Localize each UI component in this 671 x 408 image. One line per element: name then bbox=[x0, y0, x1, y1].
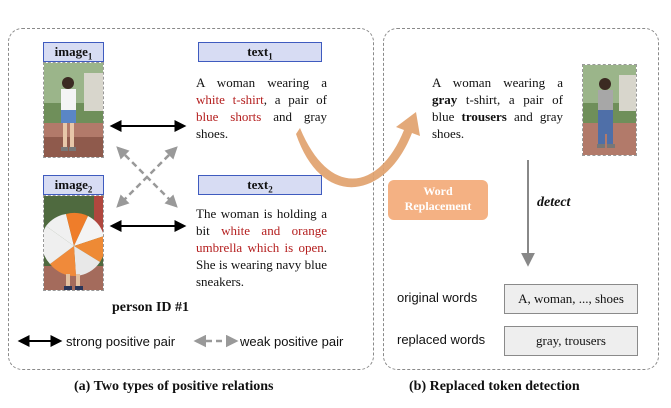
replaced-text-description: A woman wearing a gray t-shirt, a pair o… bbox=[432, 74, 563, 142]
person-photo-1-art bbox=[44, 63, 103, 157]
person-id-label: person ID #1 bbox=[112, 300, 190, 315]
text1-part: and gray shoes. bbox=[196, 109, 327, 141]
person-photo-3-art bbox=[583, 65, 636, 155]
image1-label-sub: 1 bbox=[87, 51, 93, 62]
word-replacement-line2: Replacement bbox=[404, 199, 472, 213]
text2-label-text: text bbox=[247, 177, 269, 192]
panel-replaced-token-detection bbox=[383, 28, 659, 370]
text1-part: A woman wearing a bbox=[196, 75, 327, 90]
replaced-text-part: t-shirt, a pair of blue bbox=[432, 92, 563, 124]
text2-label-sub: 2 bbox=[268, 184, 273, 195]
person-photo-2 bbox=[43, 195, 104, 291]
text1-highlight-shirt: white t-shirt bbox=[196, 92, 264, 107]
image1-label: image1 bbox=[43, 42, 104, 62]
caption-left: (a) Two types of positive relations bbox=[74, 379, 274, 394]
text2-label: text2 bbox=[198, 175, 322, 195]
text1-label-text: text bbox=[247, 44, 269, 59]
legend-strong-label: strong positive pair bbox=[66, 334, 176, 349]
image2-label-sub: 2 bbox=[87, 184, 93, 195]
image2-label: image2 bbox=[43, 175, 104, 195]
text1-highlight-shorts: blue shorts bbox=[196, 109, 262, 124]
replaced-text-part: A woman wearing a bbox=[432, 75, 563, 90]
text1-label-sub: 1 bbox=[268, 51, 273, 62]
text1-part: , a pair of bbox=[263, 92, 327, 107]
replaced-words-label: replaced words bbox=[397, 332, 486, 347]
original-words-label: original words bbox=[397, 290, 478, 305]
person-photo-1 bbox=[43, 62, 104, 158]
weak-pair-arrow-2 bbox=[116, 146, 178, 208]
image1-label-text: image bbox=[54, 44, 88, 59]
text2-part: . She is wearing navy blue sneakers. bbox=[196, 240, 327, 289]
replaced-words-box: gray, trousers bbox=[504, 326, 638, 356]
legend-weak-label: weak positive pair bbox=[240, 334, 344, 349]
text2-highlight-umbrella: white and orange umbrella which is open bbox=[196, 223, 327, 255]
text1-label: text1 bbox=[198, 42, 322, 62]
word-replacement-line1: Word bbox=[423, 184, 453, 198]
person-photo-3 bbox=[582, 64, 637, 156]
caption-right: (b) Replaced token detection bbox=[409, 379, 580, 394]
person-photo-2-art bbox=[44, 196, 103, 290]
panel-positive-relations bbox=[8, 28, 374, 370]
replaced-word-gray: gray bbox=[432, 92, 458, 107]
text2-description: The woman is holding a bit white and ora… bbox=[196, 205, 327, 290]
word-replacement-curve bbox=[296, 112, 420, 188]
text2-part: The woman is holding a bit bbox=[196, 206, 327, 238]
word-replacement-badge: Word Replacement bbox=[388, 180, 488, 220]
replaced-text-part: and gray shoes. bbox=[432, 109, 563, 141]
image2-label-text: image bbox=[54, 177, 88, 192]
replaced-word-trousers: trousers bbox=[461, 109, 507, 124]
original-words-box: A, woman, ..., shoes bbox=[504, 284, 638, 314]
detect-label: detect bbox=[537, 195, 571, 210]
text1-description: A woman wearing a white t-shirt, a pair … bbox=[196, 74, 327, 142]
